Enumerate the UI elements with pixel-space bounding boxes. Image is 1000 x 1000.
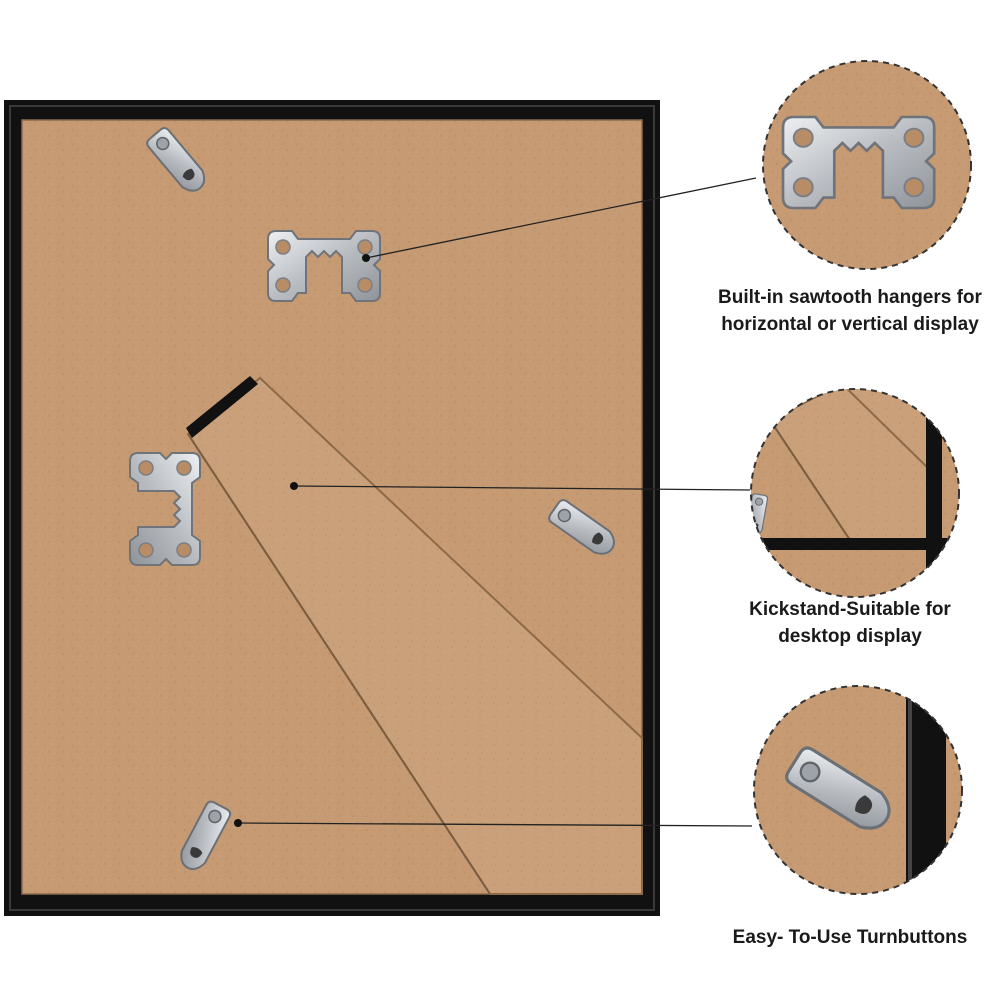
detail-circle-turnbutton: [753, 685, 963, 895]
caption-sawtooth-hangers: Built-in sawtooth hangers for horizontal…: [700, 284, 1000, 338]
detail-circle-hanger: [762, 60, 972, 270]
caption-line: Easy- To-Use Turnbuttons: [732, 927, 968, 948]
caption-kickstand: Kickstand-Suitable for desktop display: [700, 596, 1000, 650]
caption-turnbuttons: Easy- To-Use Turnbuttons: [700, 924, 1000, 951]
caption-line: Kickstand-Suitable for: [749, 599, 951, 620]
detail-circle-kickstand: [750, 388, 960, 598]
callout-lines: [237, 177, 757, 827]
caption-line: Built-in sawtooth hangers for: [718, 287, 982, 308]
kickstand: [186, 376, 643, 895]
caption-line: horizontal or vertical display: [721, 314, 979, 335]
kickstand-hinge-icon: [186, 376, 258, 438]
caption-line: desktop display: [778, 626, 922, 647]
